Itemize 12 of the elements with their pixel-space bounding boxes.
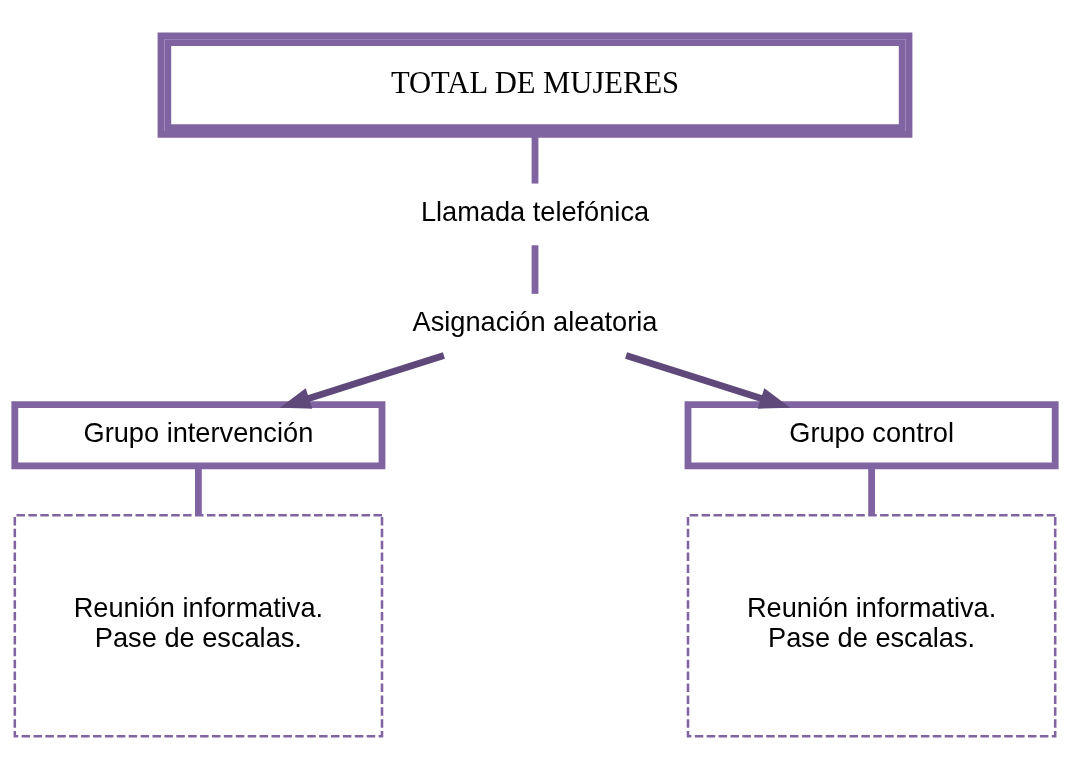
node-box: Grupo intervención [11,400,386,469]
connector [531,134,539,184]
arrow [279,351,445,409]
connector [531,244,539,294]
arrow [625,351,791,409]
node-box: TOTAL DE MUJERES [157,31,913,138]
connector [195,465,202,515]
node-box: Reunión informativa. Pase de escalas. [13,513,384,737]
node-text: Asignación aleatoria [412,305,658,337]
node-box: Grupo control [684,400,1059,469]
node-box: Reunión informativa. Pase de escalas. [686,513,1057,737]
node-text: Llamada telefónica [420,195,650,227]
